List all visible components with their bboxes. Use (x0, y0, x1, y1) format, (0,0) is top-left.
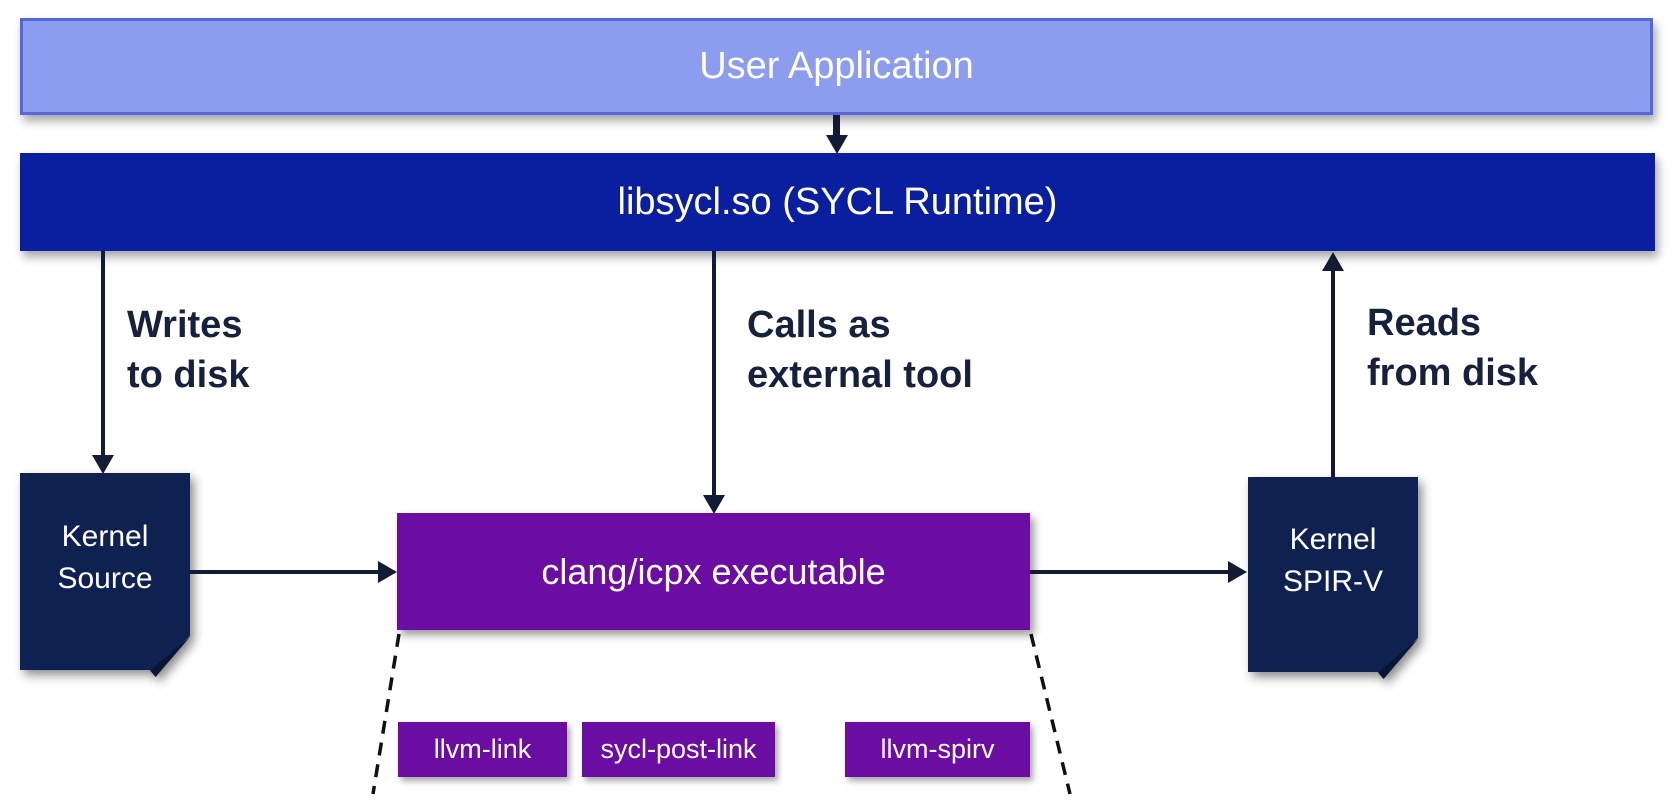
node-kernel-spirv-label: Kernel SPIR-V (1282, 522, 1384, 598)
dashed-line-right (1029, 633, 1072, 795)
edge-reads-from-disk-arrowhead-icon (1322, 252, 1344, 271)
node-sycl-runtime-label: libsycl.so (SYCL Runtime) (617, 180, 1058, 223)
dashed-line-left (371, 633, 401, 795)
node-user-application-label: User Application (699, 45, 974, 87)
node-tool-sycl-post-link: sycl-post-link (582, 722, 775, 777)
node-kernel-source: Kernel Source (20, 473, 190, 677)
edge-label-calls-as-external-tool: Calls as external tool (747, 304, 973, 396)
edge-writes-to-disk-line (101, 251, 105, 457)
edge-calls-external-arrowhead-icon (703, 495, 725, 514)
node-tool-llvm-spirv-label: llvm-spirv (880, 734, 995, 764)
node-clang-icpx-executable-label: clang/icpx executable (541, 550, 886, 592)
edge-source-to-clang-arrowhead-icon (378, 561, 397, 583)
node-tool-llvm-spirv: llvm-spirv (845, 722, 1030, 777)
edge-label-writes-to-disk: Writes to disk (127, 304, 250, 396)
edge-clang-to-spirv-arrowhead-icon (1228, 561, 1247, 583)
node-tool-llvm-link: llvm-link (398, 722, 567, 777)
edge-clang-to-spirv-line (1030, 570, 1229, 574)
node-tool-llvm-link-label: llvm-link (433, 734, 532, 764)
node-tool-sycl-post-link-label: sycl-post-link (600, 734, 757, 764)
edge-writes-to-disk-arrowhead-icon (92, 455, 114, 474)
node-kernel-source-label: Kernel Source (57, 519, 153, 595)
edge-label-reads-from-disk: Reads from disk (1367, 302, 1539, 394)
kernel-spirv-page (1248, 477, 1418, 672)
edge-source-to-clang-line (190, 570, 379, 574)
edge-userapp-to-runtime-arrowhead-icon (826, 135, 848, 154)
edge-calls-external-line (712, 251, 716, 497)
node-user-application: User Application (20, 18, 1653, 115)
edge-reads-from-disk-line (1331, 269, 1335, 477)
node-sycl-runtime: libsycl.so (SYCL Runtime) (20, 153, 1655, 251)
kernel-source-page (20, 473, 190, 670)
node-kernel-spirv: Kernel SPIR-V (1248, 477, 1418, 679)
edge-userapp-to-runtime-line (833, 115, 840, 138)
node-clang-icpx-executable: clang/icpx executable (397, 513, 1030, 630)
